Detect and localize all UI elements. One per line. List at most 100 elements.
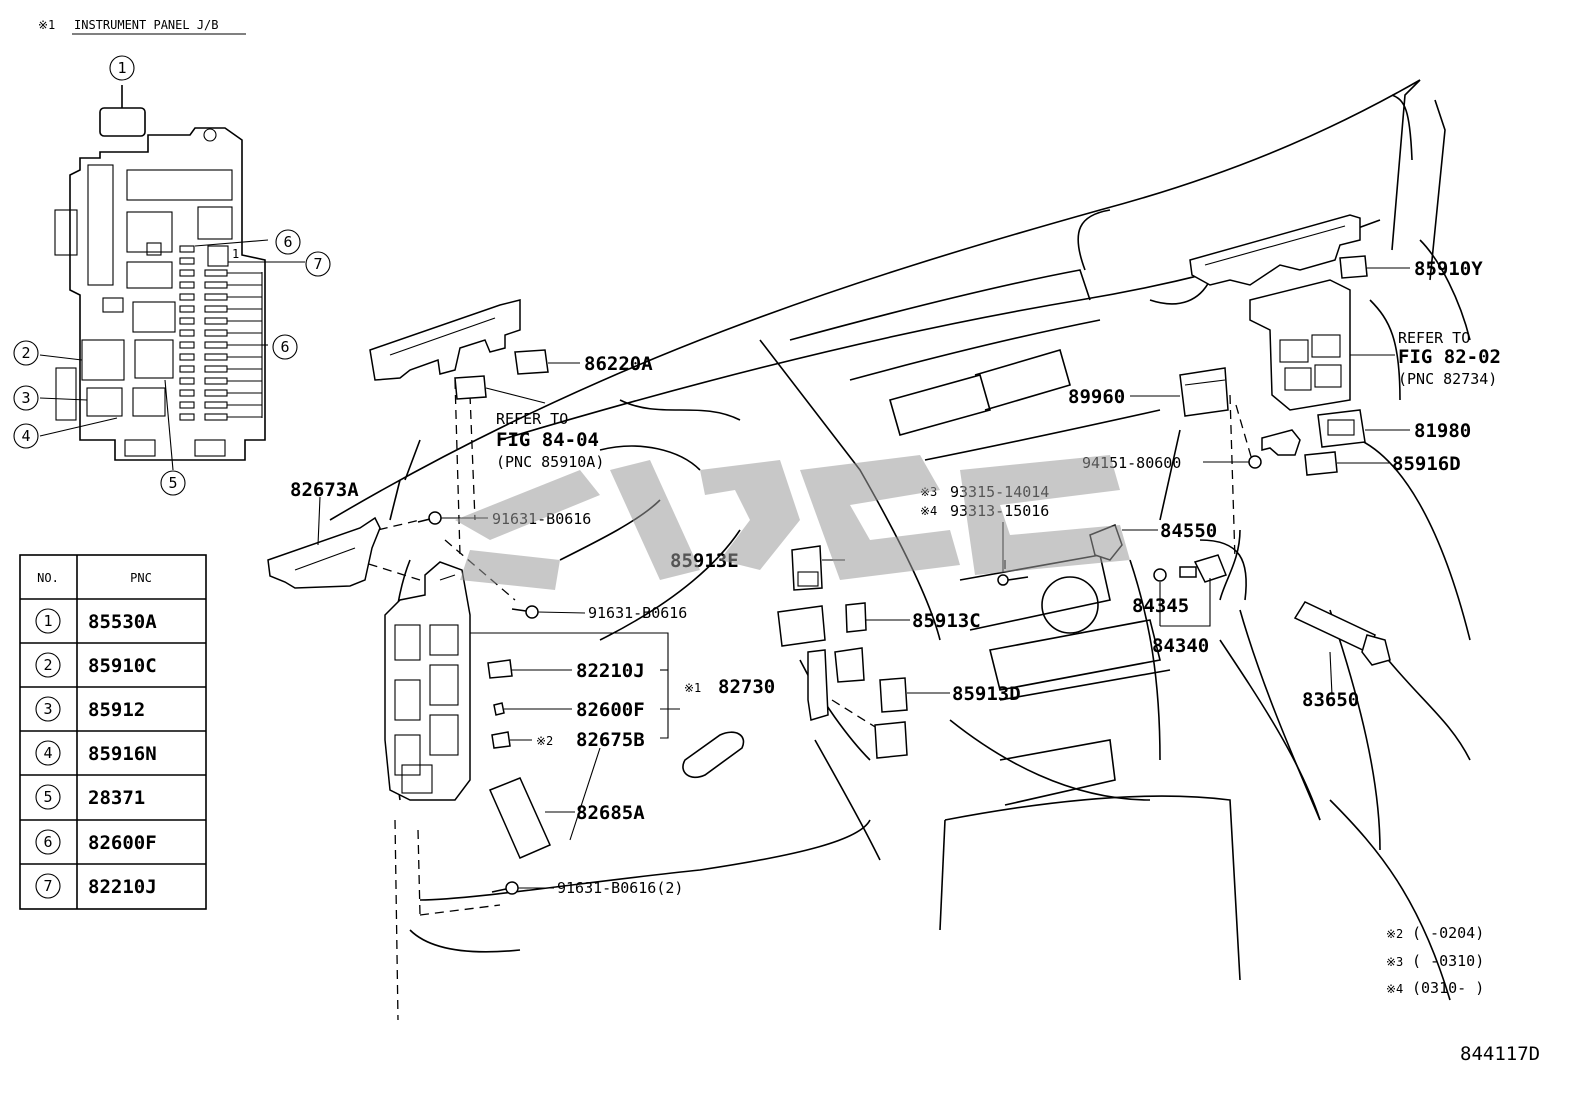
label-81980: 81980 bbox=[1414, 420, 1471, 442]
svg-text:3: 3 bbox=[43, 700, 52, 718]
screw-93315 bbox=[997, 574, 1029, 586]
label-82210J: 82210J bbox=[576, 660, 645, 682]
inset-callout-5: 5 bbox=[160, 470, 186, 496]
bolt-91631-2 bbox=[511, 605, 539, 619]
upper-left-bracket bbox=[369, 299, 521, 381]
junction-block-82730 bbox=[384, 561, 471, 801]
relay-85913E bbox=[791, 545, 823, 591]
part-82210J bbox=[487, 659, 513, 679]
svg-text:28371: 28371 bbox=[88, 787, 145, 809]
label-85913C: 85913C bbox=[912, 610, 981, 632]
label-86220A: 86220A bbox=[584, 353, 653, 375]
switch-84340 bbox=[1179, 554, 1227, 583]
inset-callout-3: 3 bbox=[13, 385, 39, 411]
label-83650: 83650 bbox=[1302, 689, 1359, 711]
footnote-2-text: ( -0204) bbox=[1412, 924, 1484, 942]
dashboard-outline bbox=[329, 79, 1471, 1001]
footnote-3-text: ( -0310) bbox=[1412, 952, 1484, 970]
inset-callout-6-top: 6 bbox=[275, 229, 301, 255]
table-header-no: NO. bbox=[37, 571, 59, 585]
figure-code: 844117D bbox=[1460, 1043, 1540, 1065]
relay-block-82734 bbox=[1249, 279, 1351, 411]
label-84340: 84340 bbox=[1152, 635, 1209, 657]
clip-94151 bbox=[1248, 455, 1262, 469]
svg-text:2: 2 bbox=[21, 344, 30, 362]
svg-text:5: 5 bbox=[43, 788, 52, 806]
svg-text:6: 6 bbox=[280, 338, 289, 356]
label-85916D: 85916D bbox=[1392, 453, 1461, 475]
footnote-3-mark: ※3 bbox=[1386, 955, 1403, 969]
bolt-91631-3 bbox=[491, 881, 519, 895]
svg-text:7: 7 bbox=[313, 255, 322, 273]
svg-text:85912: 85912 bbox=[88, 699, 145, 721]
refer1-line3: (PNC 85910A) bbox=[496, 453, 604, 471]
inset-callout-1: 1 bbox=[109, 55, 135, 81]
refer2-line1: REFER TO bbox=[1398, 329, 1470, 347]
relay-85910Y bbox=[1339, 255, 1368, 279]
inset-callout-6-mid: 6 bbox=[272, 334, 298, 360]
relay-81980 bbox=[1317, 409, 1366, 448]
inset-callout-4: 4 bbox=[13, 423, 39, 449]
inset-callout-7: 7 bbox=[305, 251, 331, 277]
svg-text:3: 3 bbox=[21, 389, 30, 407]
label-91631-B0616-3: 91631-B0616(2) bbox=[557, 879, 683, 897]
relay-holder-mid bbox=[807, 647, 865, 721]
round-vent bbox=[1041, 576, 1099, 634]
relay-85910A bbox=[454, 375, 487, 400]
table-row: 5 28371 bbox=[35, 784, 145, 810]
label-82675B: 82675B bbox=[576, 729, 645, 751]
label-82730: 82730 bbox=[718, 676, 775, 698]
refer1-line2: FIG 84-04 bbox=[496, 429, 599, 451]
footnote-4-mark: ※4 bbox=[1386, 982, 1403, 996]
table-row: 2 85910C bbox=[35, 652, 157, 678]
svg-text:4: 4 bbox=[21, 427, 30, 445]
relay-86220A bbox=[514, 349, 549, 375]
cigarette-lighter-83650 bbox=[1293, 601, 1391, 666]
label-note2-mark: ※2 bbox=[536, 734, 553, 748]
label-82600F: 82600F bbox=[576, 699, 645, 721]
relay-holder-left bbox=[777, 605, 826, 647]
inset-callout-2: 2 bbox=[13, 340, 39, 366]
label-84345: 84345 bbox=[1132, 595, 1189, 617]
inset-small-label: 1 bbox=[232, 247, 239, 261]
svg-text:85910C: 85910C bbox=[88, 655, 157, 677]
part-82600F bbox=[493, 702, 505, 716]
bolt-91631-1 bbox=[417, 511, 442, 525]
label-93313-mark: ※4 bbox=[920, 504, 937, 518]
label-89960: 89960 bbox=[1068, 386, 1125, 408]
svg-text:85916N: 85916N bbox=[88, 743, 157, 765]
footnote-2-mark: ※2 bbox=[1386, 927, 1403, 941]
relay-holder-low bbox=[874, 721, 908, 759]
part-82675B bbox=[491, 731, 511, 749]
svg-text:4: 4 bbox=[43, 744, 52, 762]
upper-right-bracket bbox=[1189, 214, 1361, 286]
refer1-line1: REFER TO bbox=[496, 410, 568, 428]
nut-84345 bbox=[1153, 568, 1167, 582]
svg-text:5: 5 bbox=[168, 474, 177, 492]
svg-text:1: 1 bbox=[117, 59, 126, 77]
table-row: 4 85916N bbox=[35, 740, 157, 766]
glovebox-handle bbox=[682, 731, 745, 779]
svg-text:82210J: 82210J bbox=[88, 876, 157, 898]
junction-block-inset: 1 bbox=[39, 85, 305, 471]
table-row: 1 85530A bbox=[35, 608, 157, 634]
label-82685A bbox=[489, 777, 551, 859]
label-84550: 84550 bbox=[1160, 520, 1217, 542]
svg-text:1: 1 bbox=[43, 612, 52, 630]
refer2-line3: (PNC 82734) bbox=[1398, 370, 1497, 388]
relay-85913D bbox=[879, 677, 908, 713]
holder-bracket bbox=[1261, 429, 1301, 456]
svg-text:82600F: 82600F bbox=[88, 832, 157, 854]
header-note-mark: ※1 bbox=[38, 18, 55, 32]
svg-text:85530A: 85530A bbox=[88, 611, 157, 633]
label-82673A: 82673A bbox=[290, 479, 359, 501]
watermark-logo bbox=[455, 455, 1130, 590]
svg-text:2: 2 bbox=[43, 656, 52, 674]
label-91631-B0616-2: 91631-B0616 bbox=[588, 604, 687, 622]
label-82730-mark: ※1 bbox=[684, 681, 701, 695]
relay-85913C bbox=[845, 602, 867, 633]
